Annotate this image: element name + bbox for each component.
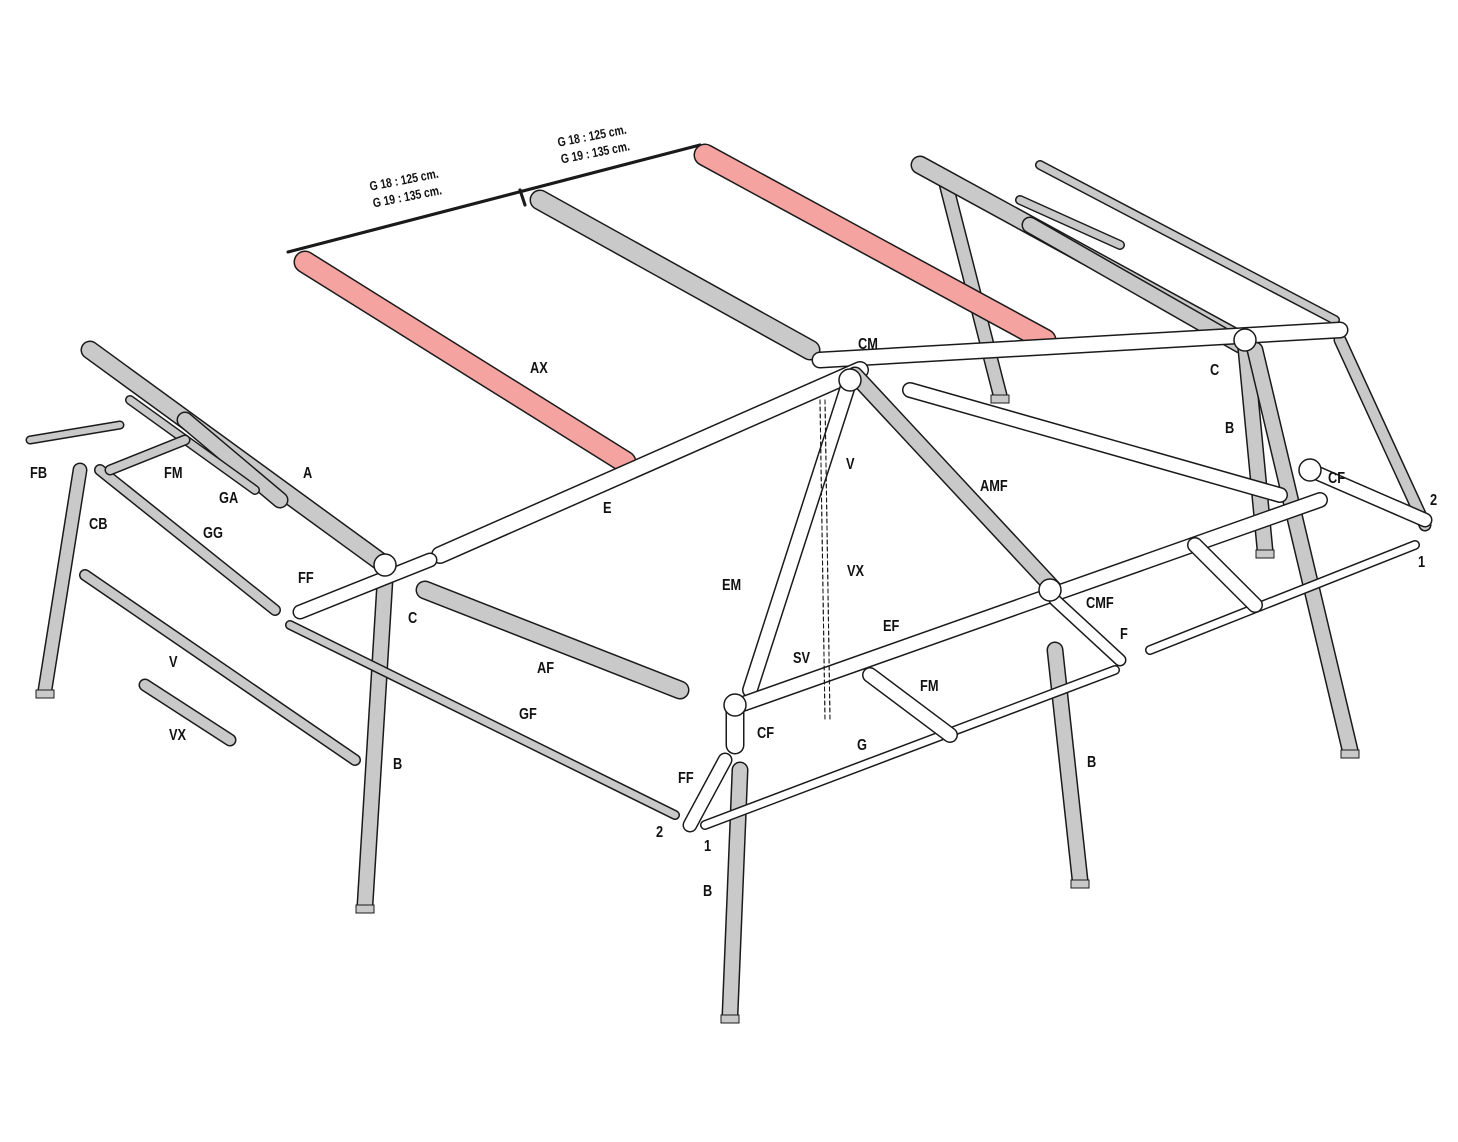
tube [178,413,287,507]
foot-plate [720,1014,740,1024]
label-em: EM [722,577,742,594]
tube-cf [1304,464,1431,526]
foot-plate [1255,549,1275,559]
label-v-left: V [169,654,178,671]
label-cmf: CMF [1086,595,1114,612]
tube-ga [126,396,259,494]
label-cf-front: CF [757,725,775,742]
roof-tube [1023,218,1247,352]
foot-plate [990,394,1010,404]
label-sv: SV [793,650,811,667]
tube-gf [286,621,679,819]
leg-fb [39,464,86,696]
label-ff-left: FF [298,570,314,587]
label-ax: AX [530,360,548,377]
label-b-left: B [393,756,403,773]
tube-ff [294,554,436,618]
label-e: E [603,500,612,517]
roof-tube-ax-highlighted [295,252,635,472]
label-cb: CB [89,516,108,533]
hub-cf [1298,458,1322,482]
tube [903,383,1287,502]
foot-plate [355,904,375,914]
label-a: A [303,465,313,482]
dimension-line [287,144,701,253]
label-gf: GF [519,706,537,723]
hub-cf [723,693,747,717]
tube-fm [863,668,957,742]
label-b-back: B [1225,420,1235,437]
label-fm-center: FM [920,678,939,695]
foot-plate [35,689,55,699]
front-ridge-ef [733,493,1327,712]
label-v-center: V [846,456,855,473]
hub-c [1233,328,1257,352]
rod [1016,196,1124,249]
label-b-front: B [703,883,713,900]
label-gg: GG [203,525,223,542]
label-cm: CM [858,336,878,353]
label-cf-right: CF [1328,470,1346,487]
label-ef: EF [883,618,900,635]
label-1-front: 1 [704,838,712,855]
rod-fm [27,422,123,443]
label-2-right: 2 [1430,492,1438,509]
tube-f [1050,595,1125,665]
label-f: F [1120,626,1128,643]
label-vx-center: VX [847,563,865,580]
dimension-tick [519,189,526,206]
label-amf: AMF [980,478,1008,495]
roof-tube-ax-highlighted [695,145,1055,350]
label-af: AF [537,660,555,677]
roof-tube [531,191,819,359]
label-b-mid: B [1087,754,1097,771]
ridge-tube-e [432,362,868,563]
foot-plate [1340,749,1360,759]
tube-vx-dashed [824,399,831,721]
label-c-right: C [1210,362,1220,379]
tube-em-v [743,373,857,697]
tube-g [701,666,1119,829]
tube-vx [140,680,235,745]
tube-ff [684,754,731,831]
foot-plate [1070,879,1090,889]
label-2-front: 2 [656,824,664,841]
label-ga: GA [219,490,239,507]
tube-amf [848,368,1062,597]
side-tube [1335,335,1430,530]
side-rod [1036,161,1339,324]
leg-b-front [723,763,747,1022]
label-vx-left: VX [169,727,187,744]
hub-c [373,553,397,577]
tube-af [417,582,688,698]
label-1-right: 1 [1418,554,1426,571]
leg-b-right [1248,343,1357,757]
tube-1 [1146,541,1419,654]
rod-fm [106,436,189,474]
tube-gg [95,465,280,615]
label-fm-left: FM [164,465,183,482]
tube-fm [1188,538,1262,612]
tube-v [80,570,360,765]
label-g: G [857,737,867,754]
label-c-left: C [408,610,418,627]
tube-vx-dashed [819,399,826,721]
hub-cm [838,368,862,392]
leg-b-left [358,573,392,912]
hub-cmf [1038,578,1062,602]
label-fb: FB [30,465,48,482]
label-ff-front: FF [678,770,694,787]
